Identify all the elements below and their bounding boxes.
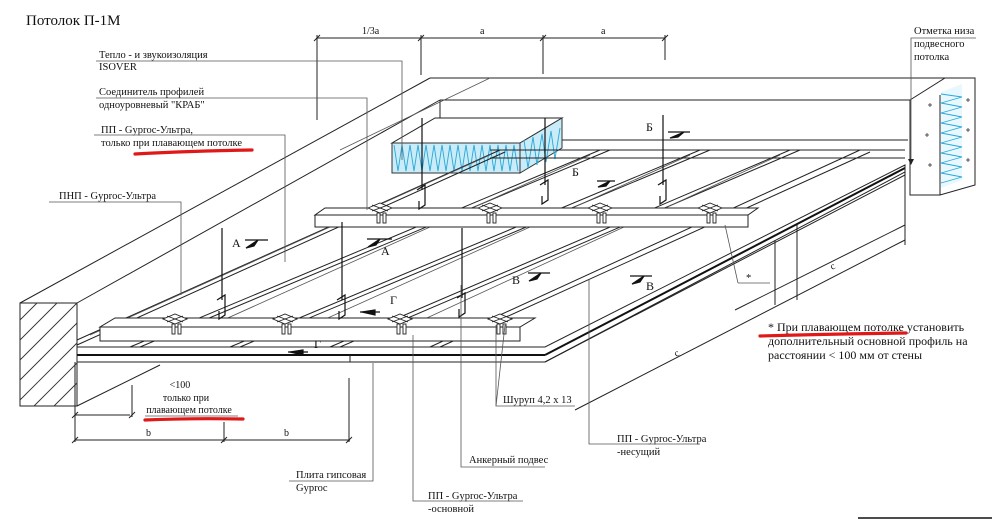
leader-anchor [460,285,545,468]
callout-board-line-1: Плита гипсовая [296,470,366,481]
dim-top-1-3a: 1/3a [362,26,380,37]
bottom-dimension-lines [71,362,353,444]
callout-connector-line-2: одноуровневый "КРАБ" [99,100,205,111]
top-dimension-line [313,34,669,120]
dim-side-c-2: c [672,348,681,360]
callout-pp-floating-line-2: только при плавающем потолке [101,138,242,149]
callout-mark-line-2: подвесного [914,39,965,50]
callout-pp-bearing-line-2: -несущий [617,447,661,458]
dim-bottom-b-2: b [284,428,289,439]
side-dimension-lines [574,165,906,411]
leader-pp-floating [94,134,286,262]
left-wall [19,77,441,407]
section-v-right: В [646,279,654,293]
highlight-min-gap [143,417,245,422]
section-marks [245,131,690,356]
main-profile-back [313,207,760,228]
dim-top-a-2: a [601,26,606,37]
section-a-right: А [381,244,390,258]
dim-top-a-1: a [480,26,485,37]
callout-connector-line-1: Соединитель профилей [99,87,204,98]
leader-insulation [96,60,403,160]
note-line-3: расстоянии < 100 мм от стены [768,348,922,362]
dim-min-gap: <100 [170,380,191,391]
leader-connector [96,97,368,210]
leader-mark-arrow [908,159,914,165]
leader-board [289,363,374,482]
bearing-profiles [76,149,905,348]
note-line-1: * При плавающем потолке установить [768,320,965,334]
star-leader [724,224,770,284]
section-b-mid: Б [572,165,579,179]
leader-pp-main [412,335,523,502]
callout-pp-floating-line-1: ПП - Gyproc-Ультра, [101,125,193,136]
callout-anchor: Анкерный подвес [469,455,549,466]
note-line-2: дополнительный основной профиль на [768,334,968,348]
callout-pp-main-line-2: -основной [428,504,474,515]
dim-bottom-b-1: b [146,428,151,439]
highlight-pp-floating [133,148,254,156]
callout-mark-line-1: Отметка низа [914,26,975,37]
drawing-title: Потолок П-1М [26,13,120,29]
dim-min-gap-note-2: плавающем потолке [146,405,232,416]
callout-pp-main-line-1: ПП - Gyproc-Ультра [428,491,518,502]
leader-mark [910,37,976,163]
callout-pnp: ПНП - Gyproc-Ультра [59,191,156,202]
callout-pp-bearing-line-1: ПП - Gyproc-Ультра [617,434,707,445]
leader-pp-bearing [588,280,700,445]
section-g-top: Г [390,293,397,307]
leader-pnp [49,201,182,295]
dim-min-gap-note-1: только при [163,393,210,404]
anchor-hangers [216,115,667,321]
section-a-left: А [232,236,241,250]
callout-insulation-line-1: Тепло - и звукоизоляция [99,50,208,61]
section-b-top: Б [646,120,653,134]
callout-mark-line-3: потолка [914,52,949,63]
section-v-left: В [512,273,520,287]
callout-insulation-line-2: ISOVER [99,62,137,73]
crab-connectors [161,202,724,335]
main-profile-front [98,317,537,342]
star-marker: * [746,273,751,284]
highlight-note [758,331,908,338]
dim-side-c-1: c [828,261,837,273]
callout-screw: Шуруп 4,2 x 13 [503,395,572,406]
callout-board-line-2: Gyproc [296,483,328,494]
section-g-bottom: Г [314,337,321,351]
right-wall [909,77,976,196]
